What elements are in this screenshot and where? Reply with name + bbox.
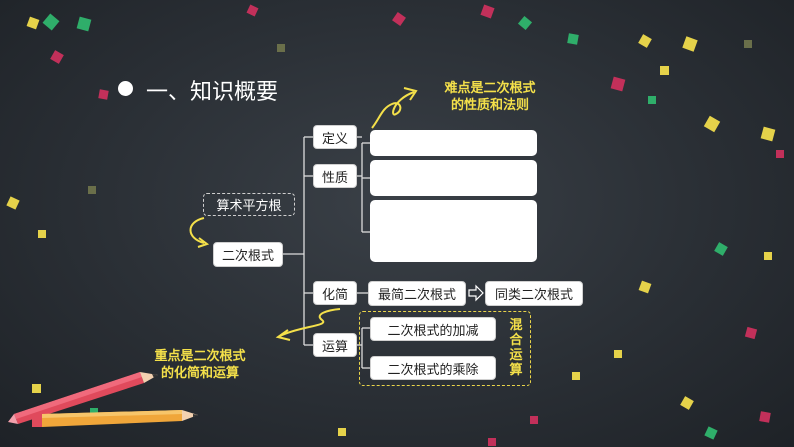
node-simplest-root: 最简二次根式 <box>368 281 466 306</box>
confetti <box>277 44 285 52</box>
orange-pencil-icon <box>32 410 198 427</box>
blank-box-2 <box>370 160 537 196</box>
difficulty-note-line2: 的性质和法则 <box>450 98 529 113</box>
node-sqrt-root: 算术平方根 <box>203 193 295 216</box>
confetti <box>530 416 538 424</box>
confetti <box>776 150 784 158</box>
node-quadratic-root: 二次根式 <box>213 242 283 267</box>
node-similar-root: 同类二次根式 <box>485 281 583 306</box>
confetti <box>32 384 41 393</box>
confetti <box>38 230 46 238</box>
key-note: 重点是二次根式 的化简和运算 <box>130 348 270 382</box>
key-note-line1: 重点是二次根式 <box>154 349 246 364</box>
mixed-operation-label: 混合运算 <box>509 318 523 378</box>
blank-box-3 <box>370 200 537 262</box>
confetti <box>614 350 622 358</box>
page-title: 一、知识概要 <box>146 80 279 105</box>
title-bullet <box>118 81 133 96</box>
operations-group <box>359 311 531 386</box>
node-operation: 运算 <box>313 333 357 357</box>
node-add-sub: 二次根式的加减 <box>370 317 496 341</box>
difficulty-note-line1: 难点是二次根式 <box>444 81 536 96</box>
node-property: 性质 <box>313 164 357 188</box>
node-simplify: 化简 <box>313 281 357 305</box>
confetti <box>764 252 772 260</box>
red-pencil-icon <box>8 372 158 424</box>
confetti <box>88 186 96 194</box>
confetti <box>660 66 669 75</box>
confetti <box>338 428 346 436</box>
confetti <box>90 408 98 416</box>
node-definition: 定义 <box>313 125 357 149</box>
difficulty-note: 难点是二次根式 的性质和法则 <box>420 80 560 114</box>
blank-box-1 <box>370 130 537 156</box>
node-mul-div: 二次根式的乘除 <box>370 356 496 380</box>
confetti <box>488 438 496 446</box>
confetti <box>648 96 656 104</box>
confetti <box>744 40 752 48</box>
confetti <box>572 372 580 380</box>
arrow-right-icon <box>468 284 484 302</box>
key-note-line2: 的化简和运算 <box>160 366 239 381</box>
